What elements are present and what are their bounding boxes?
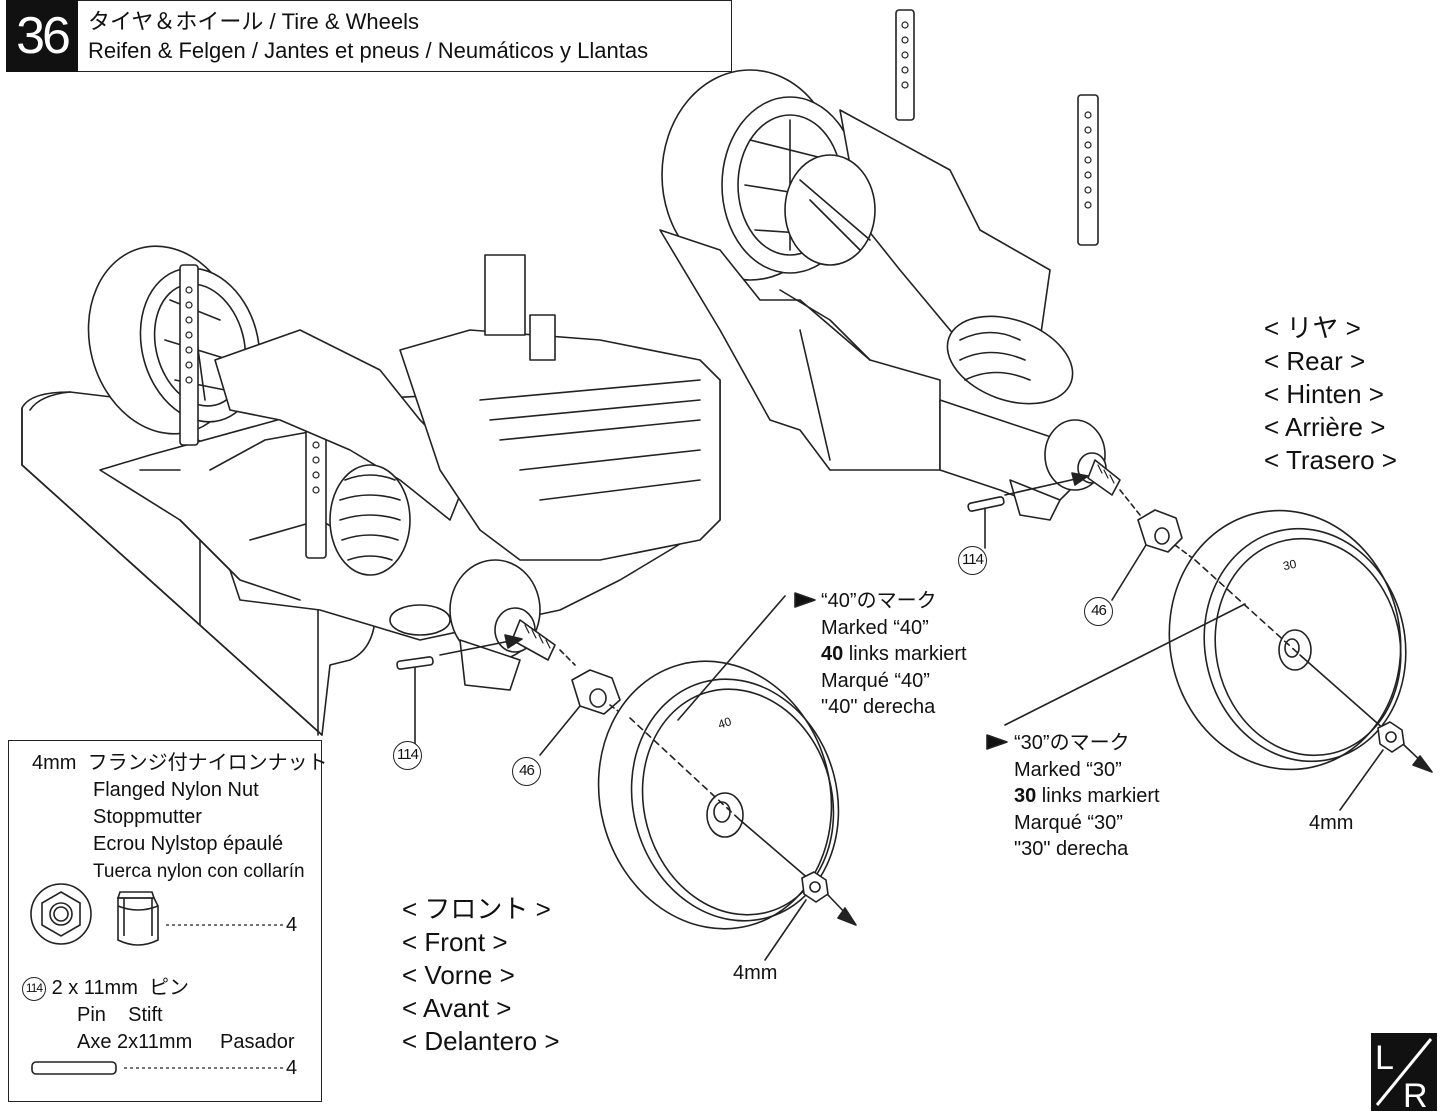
mark-30-es: "30" derecha	[1014, 838, 1129, 860]
callout-nut-rear: 4mm	[1309, 812, 1354, 834]
front-label-fr: < Avant >	[402, 993, 512, 1023]
lr-bottom-letter: R	[1403, 1077, 1428, 1111]
pin-part-info: 114 2 x 11mm ピン Pin Stift Axe 2x11mm Pas…	[22, 975, 295, 1056]
rear-pin-illustration	[967, 472, 1089, 549]
pin-name-es: Pasador	[220, 1031, 295, 1053]
mark-40-de-bold: 40	[821, 643, 844, 665]
mark-40-fr: Marqué “40”	[821, 669, 930, 692]
step-number: 36	[6, 0, 78, 72]
front-label-es: < Delantero >	[402, 1026, 560, 1056]
pin-name-en: Pin	[77, 1004, 106, 1026]
mark-30-fr: Marqué “30”	[1014, 811, 1123, 834]
front-chassis-illustration	[21, 245, 721, 736]
mark-40-de: 40 links markiert	[821, 641, 967, 668]
pointer-30-icon	[986, 734, 1008, 750]
title-line-1: タイヤ＆ホイール / Tire & Wheels	[88, 9, 420, 34]
nut-name-es: Tuerca nylon con collarín	[93, 861, 305, 882]
nut-qty: 4	[286, 914, 298, 936]
nut-name-en: Flanged Nylon Nut	[93, 779, 259, 801]
mark-30-de-rest: links markiert	[1036, 785, 1160, 807]
mark-30-en: Marked “30”	[1014, 758, 1122, 781]
front-label-de: < Vorne >	[402, 960, 515, 990]
mark-30-de-bold: 30	[1014, 785, 1037, 807]
pin-number-badge: 114	[22, 976, 46, 1001]
callout-nut-front: 4mm	[733, 962, 778, 984]
mark-40-es: "40" derecha	[821, 696, 936, 718]
mark-40-note: “40”のマーク Marked “40” 40 links markiert M…	[821, 588, 967, 721]
callout-hex-front: 46	[512, 757, 541, 786]
nut-name-fr: Ecrou Nylstop épaulé	[93, 833, 284, 855]
nut-size: 4mm	[32, 752, 77, 774]
front-label: < フロント > < Front > < Vorne > < Avant > <…	[402, 893, 560, 1058]
nut-name-jp: フランジ付ナイロンナット	[87, 752, 328, 774]
nut-side-view-icon	[116, 891, 159, 946]
mark-30-jp: “30”のマーク	[1014, 732, 1130, 754]
mark-30-de: 30 links markiert	[1014, 783, 1160, 810]
rear-label-en: < Rear >	[1264, 346, 1366, 376]
callout-hex-rear: 46	[1084, 597, 1113, 626]
nut-front-view-icon	[30, 883, 92, 945]
mark-30-note: “30”のマーク Marked “30” 30 links markiert M…	[1014, 730, 1160, 863]
rear-label-fr: < Arrière >	[1264, 412, 1386, 442]
nut-part-info: 4mm フランジ付ナイロンナット Flanged Nylon Nut Stopp…	[32, 750, 328, 885]
pin-name-jp: ピン	[149, 977, 190, 999]
mark-40-en: Marked “40”	[821, 616, 929, 639]
callout-pin-rear: 114	[958, 546, 987, 575]
nut-name-de: Stoppmutter	[93, 806, 202, 828]
rear-label: < リヤ > < Rear > < Hinten > < Arrière > <…	[1264, 312, 1397, 477]
title-line-2: Reifen & Felgen / Jantes et pneus / Neum…	[88, 38, 649, 63]
callout-pin-front: 114	[393, 741, 422, 770]
pin-spec: 2 x 11mm	[51, 977, 138, 999]
mark-40-jp: “40”のマーク	[821, 590, 937, 612]
front-wheel-illustration	[597, 595, 857, 961]
tire-mark-30: 30	[1281, 556, 1298, 574]
rear-hex-hub-illustration	[1111, 489, 1196, 601]
pin-name-de: Stift	[128, 1004, 163, 1026]
header-box	[6, 0, 732, 72]
rear-label-es: < Trasero >	[1264, 445, 1397, 475]
pin-name-fr: Axe 2x11mm	[77, 1031, 193, 1053]
parts-box-drawings	[30, 883, 284, 1075]
rear-label-jp: < リヤ >	[1264, 313, 1361, 343]
rear-wheel-illustration	[1004, 509, 1433, 811]
front-hex-hub-illustration	[539, 649, 631, 756]
front-label-en: < Front >	[402, 927, 508, 957]
pin-qty: 4	[286, 1057, 298, 1079]
rear-chassis-illustration	[659, 9, 1121, 521]
lr-top-letter: L	[1375, 1039, 1394, 1077]
pin-side-view-icon	[31, 1061, 117, 1075]
front-label-jp: < フロント >	[402, 894, 551, 924]
pointer-40-icon	[794, 592, 816, 608]
left-right-icon: L R	[1371, 1033, 1437, 1115]
front-pin-illustration	[396, 634, 523, 746]
mark-40-de-rest: links markiert	[843, 643, 967, 665]
rear-label-de: < Hinten >	[1264, 379, 1384, 409]
